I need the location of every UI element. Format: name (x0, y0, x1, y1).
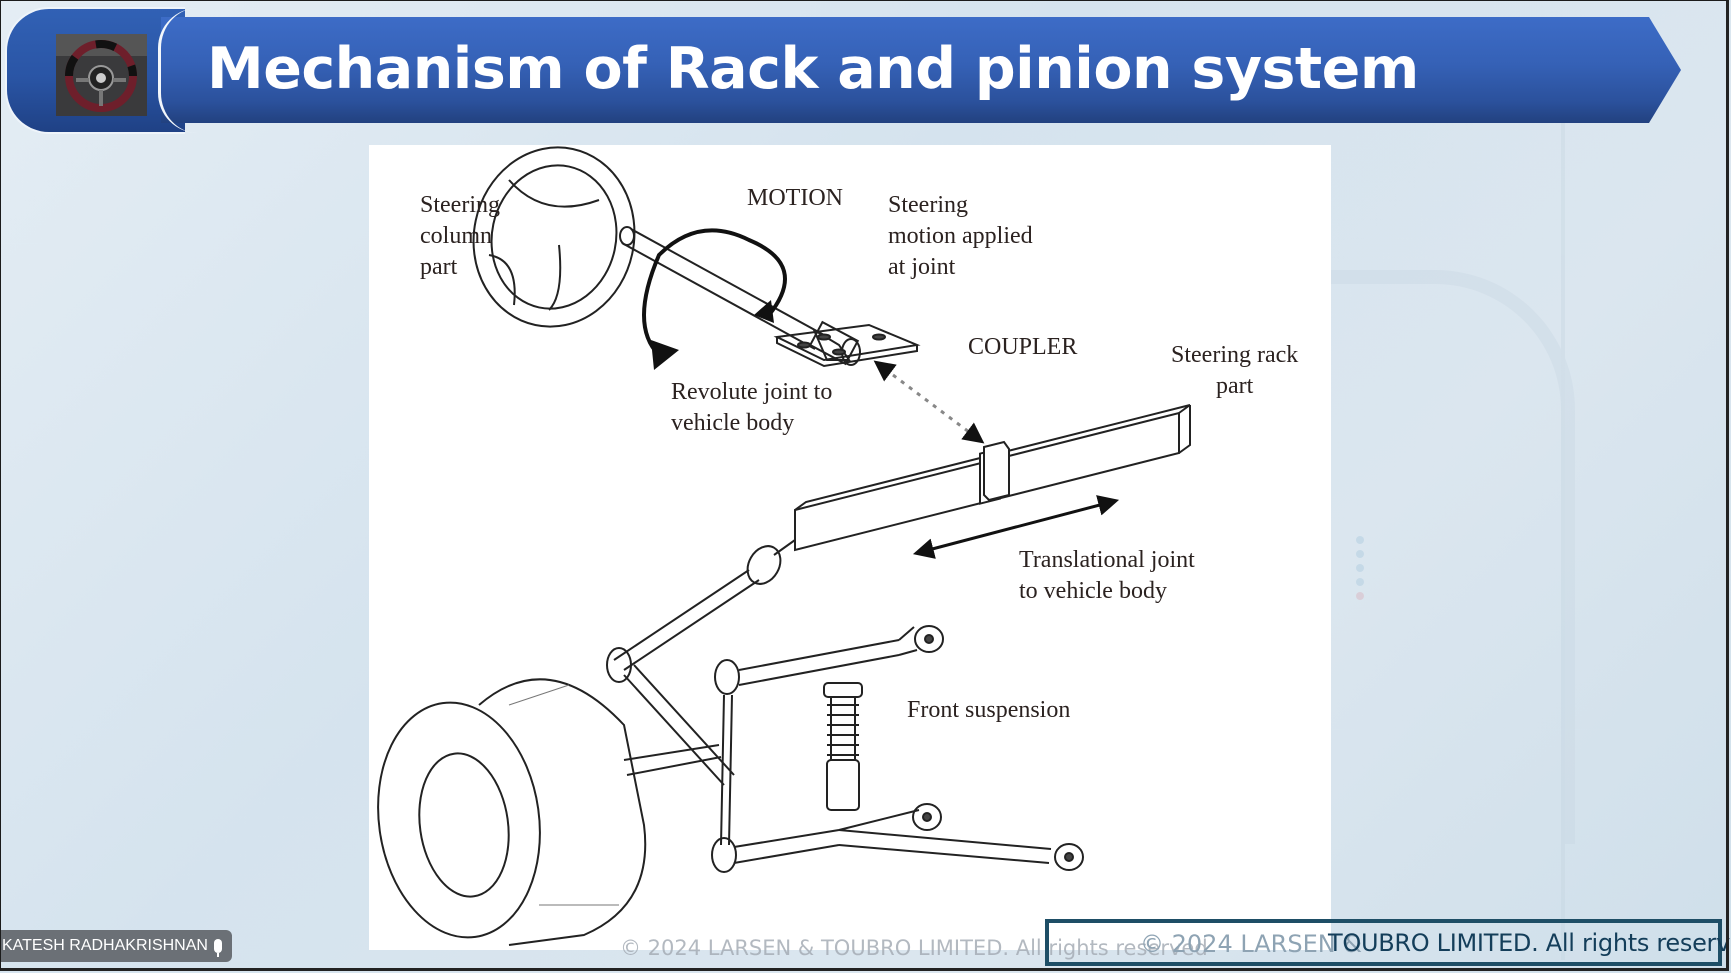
footer-copyright-obscured: © 2024 LARSEN & (1140, 930, 1363, 958)
footer-copyright: TOUBRO LIMITED. All rights reserved (1328, 929, 1731, 957)
steering-wheel-thumbnail (56, 34, 147, 116)
footer-copyright-ghost: © 2024 LARSEN & TOUBRO LIMITED. All righ… (620, 936, 1208, 960)
footer-copyright-box (1045, 919, 1722, 966)
label-front-suspension: Front suspension (907, 697, 1071, 723)
shock-absorber (823, 682, 863, 811)
wheel (377, 678, 647, 946)
label-steering-rack: Steering rack part (1171, 342, 1299, 399)
rack-pinion-diagram: Steering column part MOTION Steering mot… (369, 145, 1331, 950)
background-car-door (1311, 120, 1731, 960)
label-translational-joint: Translational joint to vehicle body (1019, 547, 1195, 604)
mechanism-illustration (377, 146, 1191, 946)
label-steering-column: Steering column part (420, 192, 500, 280)
speaker-label: KATESH RADHAKRISHNAN (0, 930, 232, 962)
title-banner (161, 17, 1681, 123)
header-thumbnail-panel (5, 7, 185, 134)
label-coupler: COUPLER (968, 334, 1078, 360)
label-motion: MOTION (747, 185, 843, 211)
steering-column (619, 226, 921, 368)
label-revolute-joint: Revolute joint to vehicle body (671, 379, 833, 436)
steering-wheel (472, 146, 636, 328)
speaker-name: KATESH RADHAKRISHNAN (2, 937, 208, 954)
banner-divider (158, 8, 201, 133)
translational-arrow (912, 495, 1120, 559)
coupler-arrow (873, 360, 985, 444)
motion-arrow (642, 228, 787, 357)
microphone-icon (213, 939, 222, 957)
label-steering-motion: Steering motion applied at joint (888, 192, 1033, 280)
page-title: Mechanism of Rack and pinion system (207, 36, 1419, 102)
